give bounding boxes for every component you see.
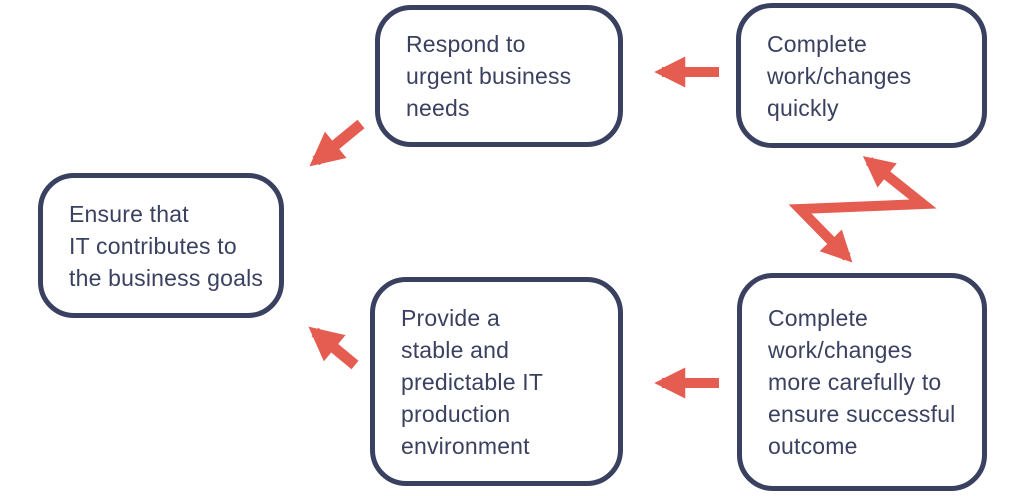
node-label: Complete work/changes quickly <box>767 30 912 121</box>
node-label: Complete work/changes more carefully to … <box>768 305 956 459</box>
arrow-respond-to-ensure <box>309 119 365 167</box>
node-label: Provide a stable and predictable IT prod… <box>401 304 544 459</box>
arrow-conflict-zigzag <box>788 156 937 263</box>
node-ensure-it-contributes-business-goals: Ensure that IT contributes to the busine… <box>38 173 284 318</box>
arrow-stable-to-ensure <box>308 326 359 370</box>
node-complete-work-changes-quickly: Complete work/changes quickly <box>736 3 987 148</box>
node-stable-predictable-it-environment: Provide a stable and predictable IT prod… <box>370 277 623 486</box>
node-label: Ensure that IT contributes to the busine… <box>69 200 264 291</box>
node-complete-work-changes-carefully: Complete work/changes more carefully to … <box>737 273 987 491</box>
node-respond-urgent-business-needs: Respond to urgent business needs <box>375 5 623 147</box>
node-label: Respond to urgent business needs <box>406 31 572 121</box>
